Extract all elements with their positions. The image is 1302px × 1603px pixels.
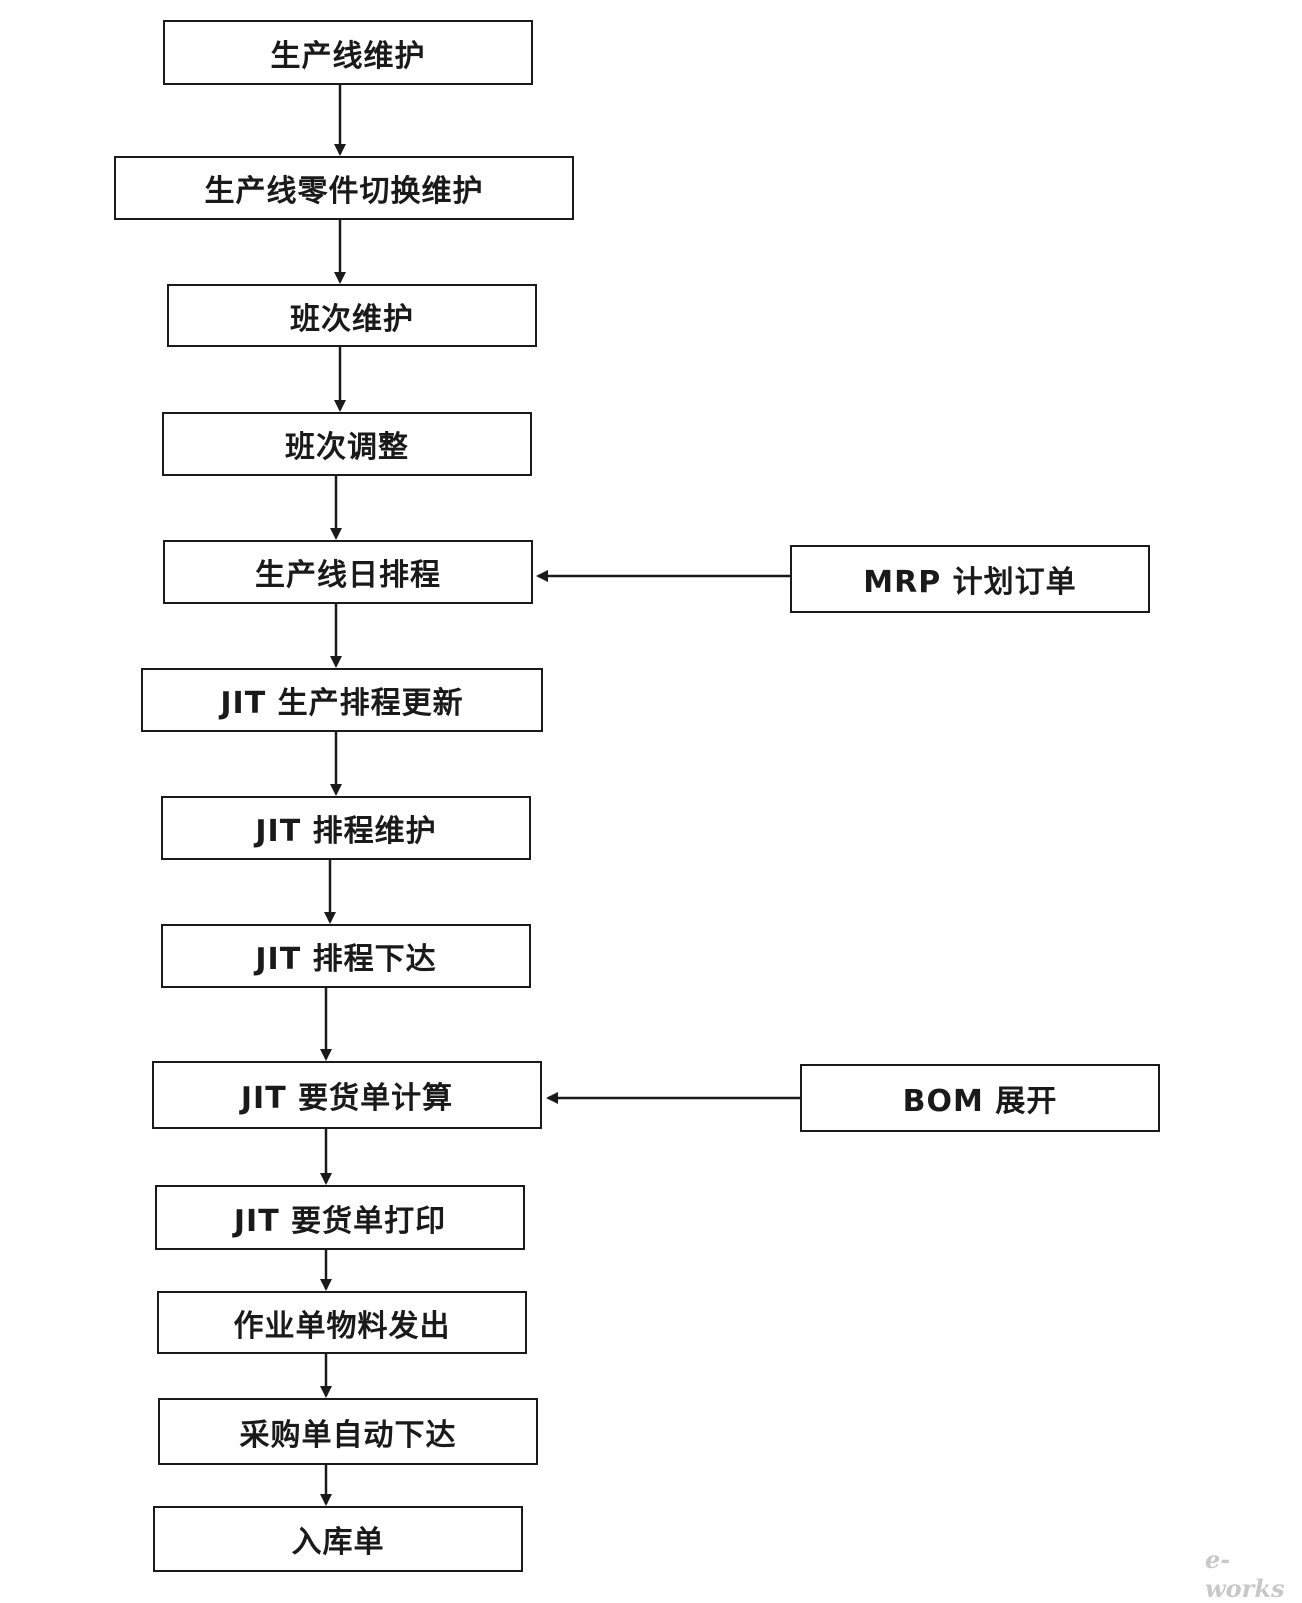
step-jit-requisition-print: JIT 要货单打印 — [155, 1185, 525, 1250]
step-daily-line-schedule: 生产线日排程 — [163, 540, 533, 604]
step-production-line-maintenance: 生产线维护 — [163, 20, 533, 85]
step-auto-purchase-order: 采购单自动下达 — [158, 1398, 538, 1465]
step-shift-maintenance: 班次维护 — [167, 284, 537, 347]
step-part-switch-maintenance: 生产线零件切换维护 — [114, 156, 574, 220]
input-mrp-plan-order: MRP 计划订单 — [790, 545, 1150, 613]
step-jit-schedule-update: JIT 生产排程更新 — [141, 668, 543, 732]
step-jit-schedule-maintenance: JIT 排程维护 — [161, 796, 531, 860]
step-warehouse-receipt: 入库单 — [153, 1506, 523, 1572]
step-jit-requisition-calc: JIT 要货单计算 — [152, 1061, 542, 1129]
step-work-order-material-issue: 作业单物料发出 — [157, 1291, 527, 1354]
watermark-logo: e-works — [1205, 1545, 1285, 1603]
step-jit-schedule-release: JIT 排程下达 — [161, 924, 531, 988]
step-shift-adjustment: 班次调整 — [162, 412, 532, 476]
input-bom-expansion: BOM 展开 — [800, 1064, 1160, 1132]
